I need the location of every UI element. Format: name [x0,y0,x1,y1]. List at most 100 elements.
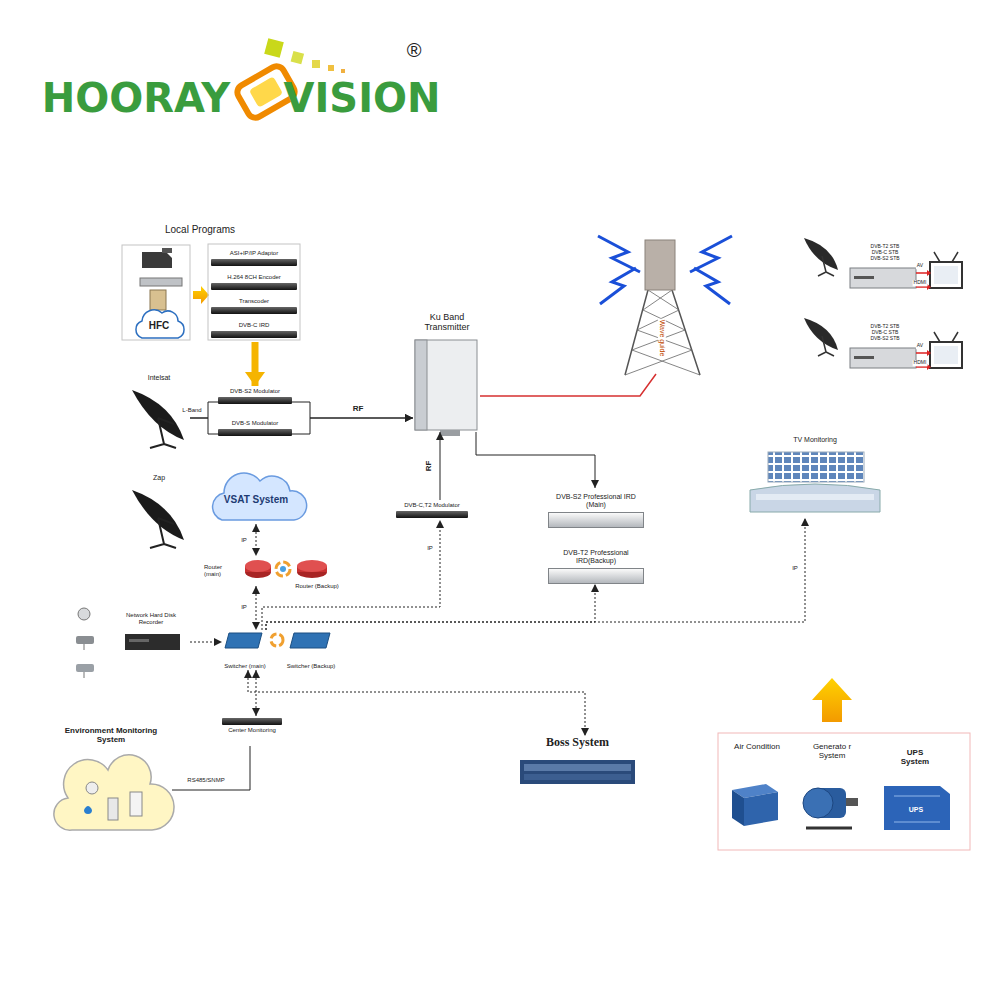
illustration [132,390,184,448]
device-front [211,307,297,314]
device-front [218,429,292,436]
source-devices [136,310,184,338]
modulator: DVB-S Modulator [218,418,292,438]
device-unit: H.264 8CH Encoder [211,268,297,292]
node-label: Zap [153,474,165,482]
antenna-tower [480,236,732,396]
monitoring-console [768,452,864,482]
transmitter-cabinet [415,340,477,430]
power-panel [803,788,833,818]
program-panel: Local ProgramsASI+IP/IP AdaptorH.264 8CH… [165,224,302,342]
server-rack [520,760,635,784]
ip-link [190,642,222,643]
cctv-camera [84,644,85,678]
logo-text: VISION [283,76,440,120]
edge-label: IP [240,604,248,611]
ip-link [266,584,595,630]
power-panel [806,827,852,830]
node-label: VSAT System [224,494,288,506]
switch-icon [225,633,330,648]
node-label: TV Monitoring [793,436,837,444]
router-icon [245,560,327,578]
node-label: Generato r System [809,742,855,760]
signal-line [440,432,441,500]
antenna-tower [625,290,700,375]
part-label: HDMI [913,360,928,366]
monitoring-console [750,484,880,512]
node-label: H.264 8CH Encoder [227,274,281,281]
edge-label: RS485/SNMP [186,777,225,784]
set-top-box: DVB-T2 STBDVB-C STBDVB-S2 STB [862,324,908,348]
satellite-dish: Zap [128,474,190,542]
device-front [211,283,297,290]
device-front [222,718,282,725]
node-label: Local Programs [165,224,235,236]
logo-mark [264,38,284,58]
ups: UPS System [875,748,955,782]
set-top-box: DVB-T2 STBDVB-C STBDVB-S2 STB [862,244,908,268]
antenna-tower [645,240,675,290]
illustration [132,490,184,548]
node-label: Environment Monitoring System [59,726,163,744]
power-panel [732,790,744,826]
node-label: DVB-C IRD [239,322,270,329]
vsat-cloud [213,473,307,520]
signal-line [190,418,218,434]
power-panel [812,678,852,722]
switch: Switcher (Backup) [286,630,336,670]
environment-system: Environment Monitoring System [50,726,172,834]
switch: Switcher (main) [222,630,268,670]
antenna-tower [598,236,640,272]
server: Boss System [515,736,640,788]
antenna-tower [625,290,692,375]
node-label: Router (Backup) [295,583,339,590]
hfc-cloud: HFC [136,314,182,338]
cctv-camera [76,664,94,672]
receiver-unit: DVB-T2 Professional IRD(Backup) [548,540,644,584]
edge-label: L-Band [181,407,202,414]
transmitter-cabinet [415,340,427,430]
antenna-tower [694,268,730,304]
node-label: DVB-S2 Modulator [230,388,280,395]
power-panel [718,678,970,850]
source-devices [122,245,190,340]
node-label: DVB-S Modulator [232,420,279,427]
device-front [218,397,292,404]
generator: Generato r System [797,742,867,776]
source-devices [142,252,172,268]
router-icon [280,566,286,572]
edge-label: IP [426,545,434,552]
node-label: Boss System [546,736,609,750]
ip-link [256,670,257,716]
ip-link [248,670,585,736]
edge-label: IP [240,537,248,544]
device-unit: Transcoder [211,292,297,316]
antenna-tower [600,268,636,304]
environment-cloud [108,798,118,820]
device-unit: DVB-C IRD [211,316,297,340]
recorder-device [125,634,180,650]
edge-label: RF [352,405,365,414]
part-label: AV [916,343,924,349]
logo-text: ® [407,39,422,61]
node-label: DVB-C,T2 Modulator [404,502,460,509]
environment-cloud [54,755,174,830]
source-devices [140,278,182,286]
node-label: DVB-S2 Professional IRD (Main) [548,493,644,509]
node-label: UPS System [893,748,937,766]
node-label: HFC [149,320,170,332]
power-panel [894,796,940,822]
illustration [804,318,962,370]
antenna-tower [632,290,700,375]
environment-cloud [84,806,92,814]
device-unit: ASI+IP/IP Adaptor [211,244,297,268]
source-devices [122,244,300,340]
power-panel [846,798,858,806]
illustration [804,238,962,290]
ip-link [256,586,257,630]
recorder-device [125,634,180,650]
vsat-cloud: VSAT System [210,476,302,524]
device-front [211,259,297,266]
node-label: Router (main) [204,564,238,578]
